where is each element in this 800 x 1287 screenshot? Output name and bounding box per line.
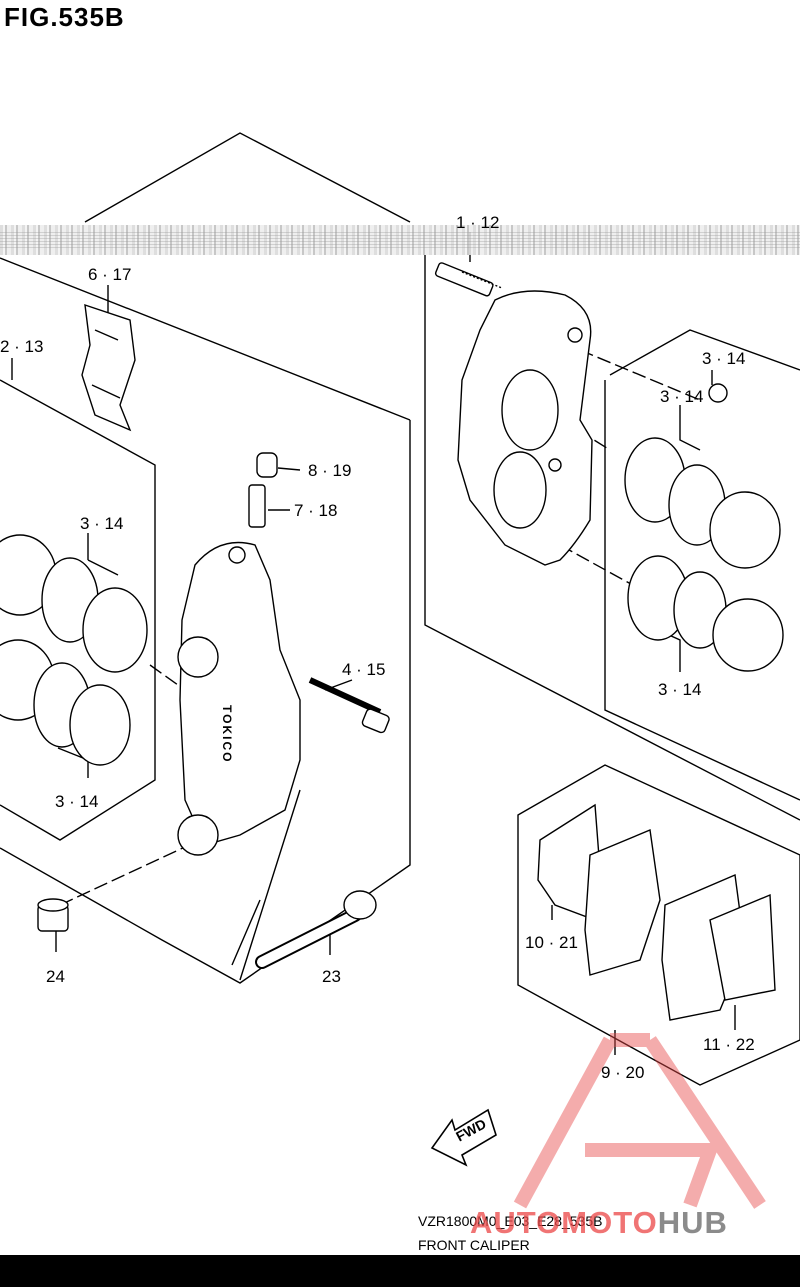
center-line [59,349,701,906]
watermark-part2: HUB [657,1205,728,1240]
caliper-bolt-icon [434,262,503,297]
model-code: VZR1800M0_E03_E28_535B [418,1213,603,1229]
pad-pin-icon [308,677,390,734]
callout-2-13: 2 · 13 [0,337,44,356]
callout-3-14-right-washer: 3 · 14 [702,349,746,368]
callout-6-17: 6 · 17 [88,265,132,284]
caliper-brand-mark: TOKICO [220,705,234,764]
scan-noise-band [0,225,800,255]
right-pistons-icon [624,383,784,672]
callout-24: 24 [46,967,65,986]
left-pistons-icon [0,534,148,766]
callout-7-18: 7 · 18 [294,501,338,520]
callout-23: 23 [322,967,341,986]
callout-3-14-right-top: 3 · 14 [660,387,704,406]
figure-title: FIG.535B [4,2,125,32]
pad-spring-icon [81,303,136,432]
right-caliper-frame [424,255,800,821]
callout-10-21: 10 · 21 [525,933,578,952]
brake-pads-icon [537,803,776,1021]
watermark-text: AUTOMOTOHUB [470,1205,728,1241]
right-caliper-body-icon [457,290,593,566]
callout-11-22: 11 · 22 [703,1035,755,1054]
bottom-bar [0,1255,800,1287]
callout-8-19: 8 · 19 [308,461,352,480]
callout-3-14-left-bottom: 3 · 14 [55,792,99,811]
callout-1-12: 1 · 12 [456,213,500,232]
mount-bolt-icon [255,890,377,969]
watermark-part1: AUTOMOTO [470,1205,658,1240]
watermark-logo-icon [513,1033,766,1209]
diagram-caption: FRONT CALIPER [418,1237,530,1253]
callout-3-14-left-top: 3 · 14 [80,514,124,533]
callout-3-14-right-bottom: 3 · 14 [658,680,702,699]
bleeder-icon [248,452,278,528]
left-caliper-frame [0,132,411,984]
left-caliper-body-icon [177,541,301,856]
scan-noise-lines [0,232,800,248]
left-piston-frame [0,379,156,841]
pad-kit-frame [517,764,800,1086]
fwd-arrow-icon [430,1108,497,1167]
callout-9-20: 9 · 20 [601,1063,645,1082]
callout-4-15: 4 · 15 [342,660,386,679]
collar-icon [37,898,69,932]
